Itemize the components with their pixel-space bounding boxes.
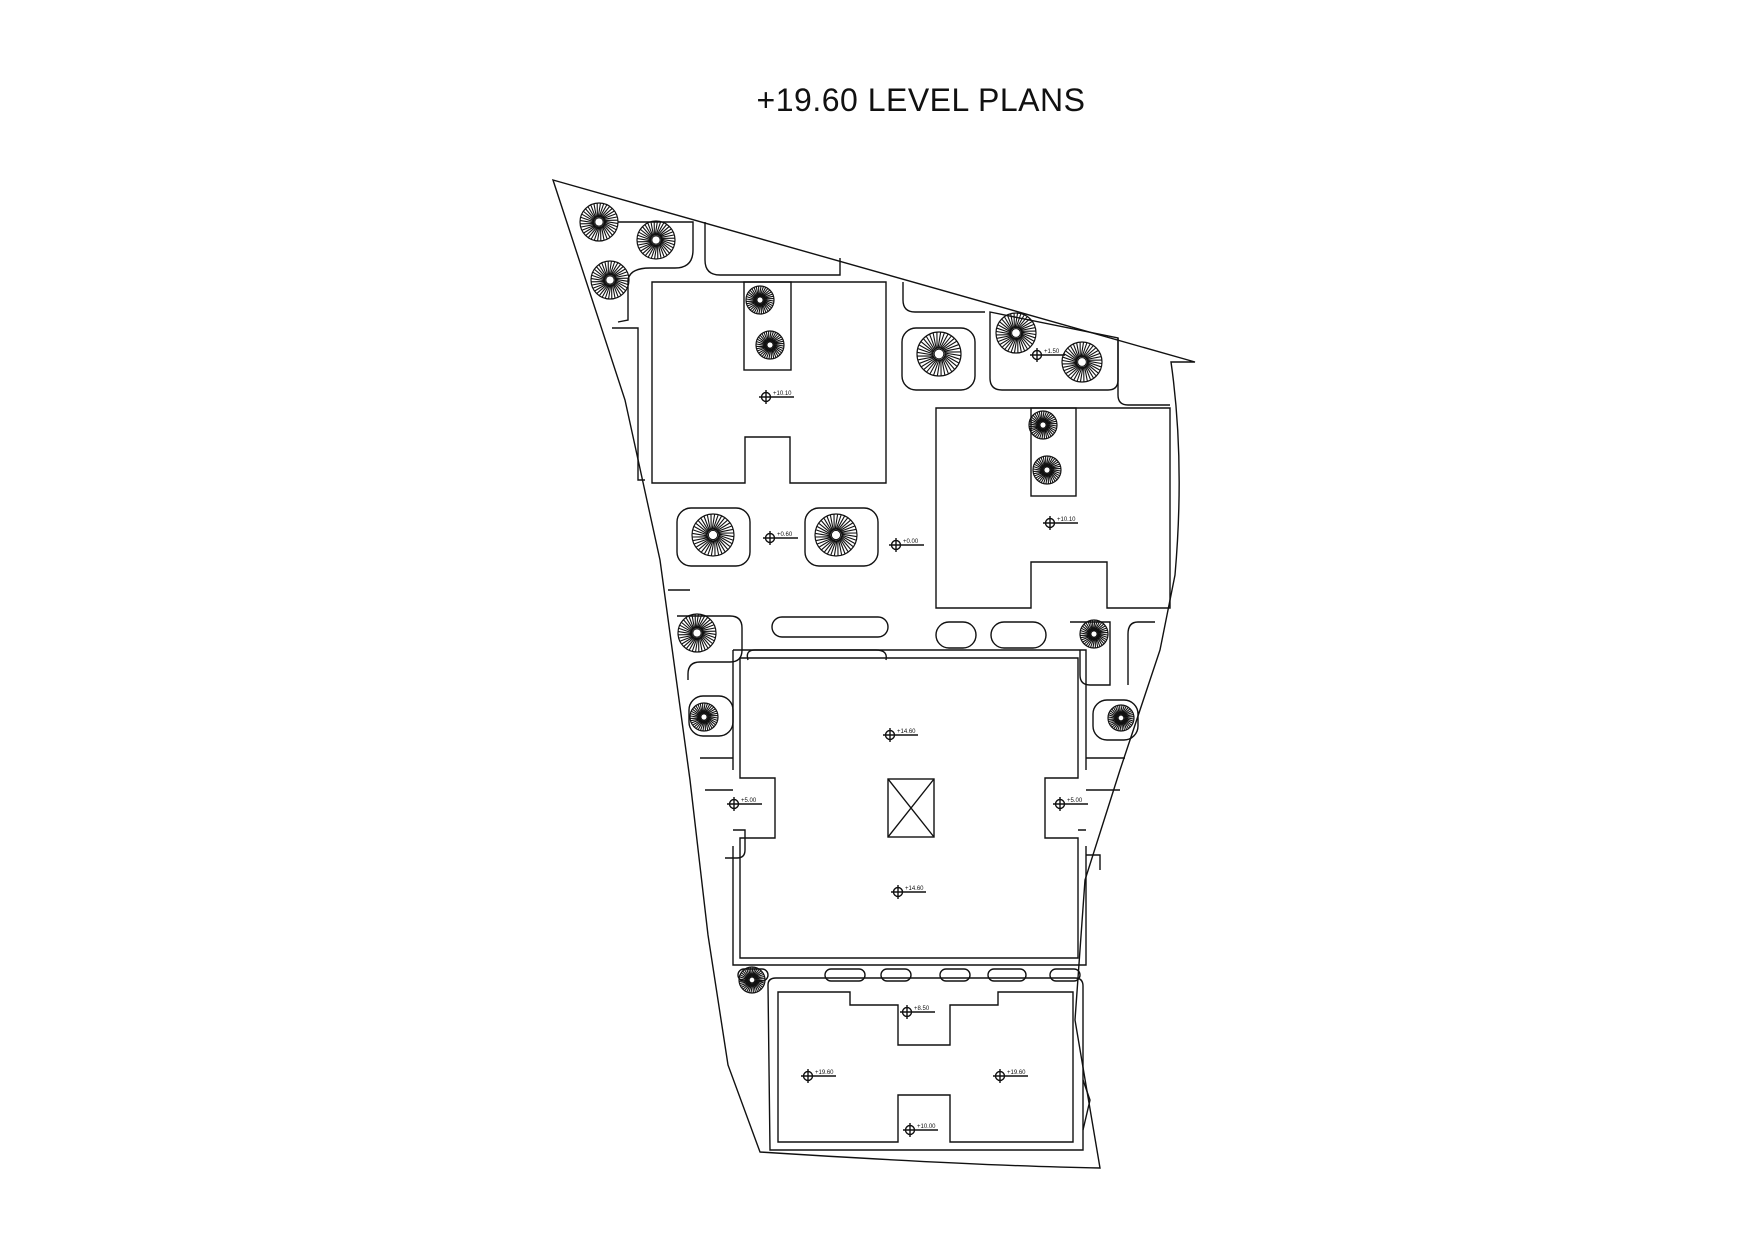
tree-icon xyxy=(1028,410,1058,440)
building-d-outline xyxy=(767,977,1084,1151)
tree-icon xyxy=(1079,619,1109,649)
building-d xyxy=(777,991,1074,1143)
tree-icon xyxy=(1032,455,1062,485)
planter-box xyxy=(676,507,751,567)
level-label: +10.10 xyxy=(773,391,792,397)
level-label: +0.00 xyxy=(903,539,919,545)
level-marker: +0.60 xyxy=(763,531,798,545)
site-boundary xyxy=(551,178,1196,1169)
level-label: +14.60 xyxy=(897,729,916,735)
tree-icon xyxy=(636,220,676,260)
stair-void xyxy=(887,778,935,838)
right-strip xyxy=(1117,338,1170,406)
pill-planter xyxy=(987,968,1027,982)
tree-icon xyxy=(1107,704,1135,732)
trees xyxy=(579,202,1135,994)
pill-planter xyxy=(935,621,977,649)
level-label: +0.60 xyxy=(777,532,793,538)
level-label: +14.60 xyxy=(905,886,924,892)
tree-icon xyxy=(745,285,775,315)
level-label: +8.50 xyxy=(914,1006,930,1012)
building-b xyxy=(935,407,1171,609)
tree-icon xyxy=(1061,341,1103,383)
pill-planter xyxy=(824,968,866,982)
level-marker: +5.00 xyxy=(727,797,762,811)
tree-icon xyxy=(590,260,630,300)
level-marker: +5.00 xyxy=(1053,797,1088,811)
level-marker: +10.00 xyxy=(903,1123,938,1137)
building-d-edge xyxy=(1082,1079,1091,1131)
building-c xyxy=(739,657,1079,959)
stair-void-cross xyxy=(887,778,935,838)
courtyard-a xyxy=(743,281,792,371)
side-planter xyxy=(677,615,743,680)
tree-icon xyxy=(916,331,962,377)
pill-planter xyxy=(939,968,971,982)
tree-icon xyxy=(689,702,719,732)
level-marker: +14.60 xyxy=(891,885,926,899)
side-planter xyxy=(1127,621,1155,685)
pill-planter xyxy=(880,968,912,982)
level-marker: +14.60 xyxy=(883,728,918,742)
courtyard-b xyxy=(1030,407,1077,497)
tree-icon xyxy=(995,312,1037,354)
pill-planter xyxy=(1049,968,1081,982)
level-marker: +8.50 xyxy=(900,1005,935,1019)
tree-icon xyxy=(677,613,717,653)
side-planter xyxy=(1092,699,1139,741)
level-label: +19.60 xyxy=(815,1070,834,1076)
tree-icon xyxy=(755,330,785,360)
level-marker: +1.50 xyxy=(1030,348,1065,362)
pill-planter xyxy=(771,616,889,638)
level-marker: +10.10 xyxy=(759,390,794,404)
level-label: +5.00 xyxy=(741,798,757,804)
planter-box xyxy=(989,311,1119,391)
side-wing xyxy=(700,757,746,859)
planter-box xyxy=(804,507,879,567)
level-marker: +19.60 xyxy=(801,1069,836,1083)
level-marker: +0.00 xyxy=(889,538,924,552)
level-label: +5.00 xyxy=(1067,798,1083,804)
side-wing xyxy=(1078,757,1125,870)
top-strip xyxy=(704,222,841,276)
level-marker: +10.10 xyxy=(1043,516,1078,530)
building-a xyxy=(651,281,887,484)
level-label: +10.10 xyxy=(1057,517,1076,523)
level-marker: +19.60 xyxy=(993,1069,1028,1083)
side-planter xyxy=(1070,621,1111,686)
building-c-outline xyxy=(732,649,1087,966)
tree-icon xyxy=(814,513,858,557)
tree-icon xyxy=(579,202,619,242)
level-markers: +10.10 +1.50 +10.10 +0.60 +0.00 +14.60 +… xyxy=(727,348,1088,1137)
level-label: +1.50 xyxy=(1044,349,1060,355)
top-strip xyxy=(902,282,985,313)
tree-icon xyxy=(738,966,766,994)
level-label: +10.00 xyxy=(917,1124,936,1130)
tree-icon xyxy=(691,513,735,557)
left-strip xyxy=(612,327,645,481)
page-title: +19.60 LEVEL PLANS xyxy=(756,82,1086,118)
planter-box xyxy=(901,327,976,391)
pill-planter xyxy=(990,621,1047,649)
level-label: +19.60 xyxy=(1007,1070,1026,1076)
